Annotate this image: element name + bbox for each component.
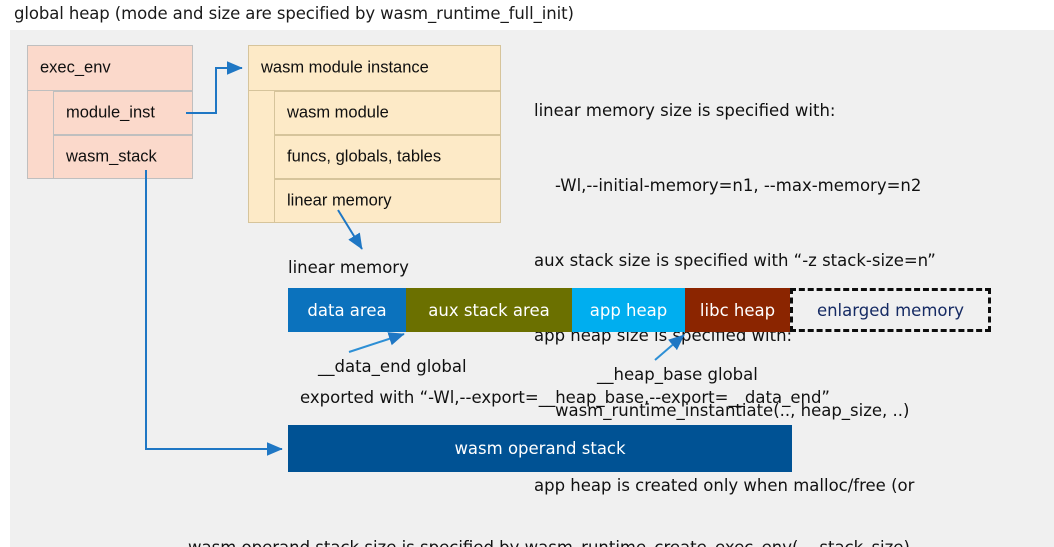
operand-stack-note-line: wasm operand stack size is specified by … — [188, 535, 910, 547]
linear-memory-bar: data area aux stack area app heap libc h… — [288, 288, 991, 332]
page-title: global heap (mode and size are specified… — [14, 4, 574, 23]
heap-base-annotation: __heap_base global — [597, 365, 758, 384]
memory-segment-app-heap: app heap — [572, 288, 685, 332]
exec-env-header: exec_env — [27, 45, 193, 91]
memory-segment-libc-heap: libc heap — [685, 288, 790, 332]
note-line: linear memory size is specified with: — [534, 101, 836, 120]
wasm-module-instance-header: wasm module instance — [248, 45, 501, 91]
wasm-operand-stack-label: wasm operand stack — [454, 439, 626, 458]
linear-memory-caption: linear memory — [288, 258, 409, 277]
module-field-linear-memory: linear memory — [274, 179, 501, 223]
module-field-funcs-globals-tables: funcs, globals, tables — [274, 135, 501, 179]
exec-env-field-wasm-stack: wasm_stack — [53, 135, 193, 179]
memory-segment-app-heap-label: app heap — [589, 300, 668, 320]
memory-segment-data-area-label: data area — [307, 300, 387, 320]
exec-env-field-wasm-stack-label: wasm_stack — [66, 147, 157, 166]
module-field-linear-memory-label: linear memory — [287, 191, 392, 210]
memory-segment-aux-stack-area: aux stack area — [406, 288, 572, 332]
memory-segment-data-area: data area — [288, 288, 406, 332]
exported-with-annotation: exported with “-Wl,--export=__heap_base,… — [300, 388, 830, 407]
memory-segment-aux-stack-area-label: aux stack area — [428, 300, 550, 320]
module-field-funcs-globals-tables-label: funcs, globals, tables — [287, 147, 442, 166]
wasm-operand-stack-box: wasm operand stack — [288, 425, 792, 472]
module-field-wasm-module: wasm module — [274, 91, 501, 135]
module-field-wasm-module-label: wasm module — [287, 103, 389, 122]
exec-env-field-module-inst-label: module_inst — [66, 103, 155, 122]
exec-env-field-module-inst: module_inst — [53, 91, 193, 135]
note-line: aux stack size is specified with “-z sta… — [534, 251, 936, 270]
note-line: wasm_runtime_instantiate(.., heap_size, … — [534, 401, 910, 420]
operand-stack-notes: wasm operand stack size is specified by … — [188, 483, 910, 547]
memory-segment-enlarged-memory: enlarged memory — [790, 288, 991, 332]
wasm-module-instance-header-label: wasm module instance — [261, 58, 429, 77]
note-line: -Wl,--initial-memory=n1, --max-memory=n2 — [534, 176, 922, 195]
exec-env-header-label: exec_env — [40, 58, 111, 77]
memory-segment-enlarged-memory-label: enlarged memory — [816, 300, 965, 320]
memory-segment-libc-heap-label: libc heap — [699, 300, 776, 320]
note-line: app heap is created only when malloc/fre… — [534, 476, 915, 495]
data-end-annotation: __data_end global — [318, 357, 467, 376]
